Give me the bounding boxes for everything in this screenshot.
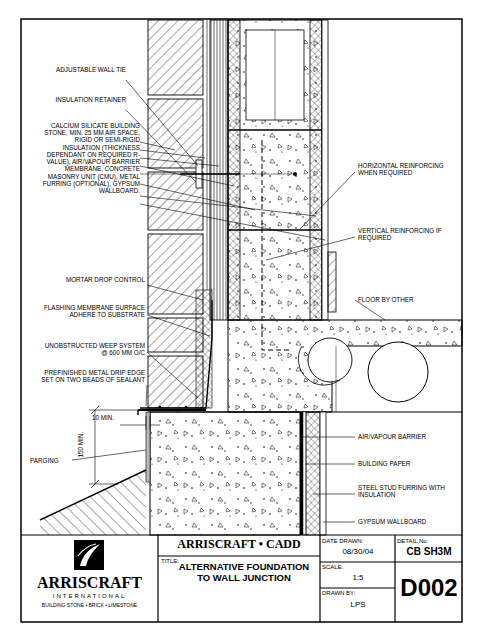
callout-label: PARGING: [30, 457, 72, 464]
callout-label: HORIZONTAL REINFORCING WHEN REQUIRED: [358, 162, 458, 176]
field-label: DRAWN BY:: [322, 590, 394, 597]
field-value: 1:5: [322, 573, 394, 582]
field-label: DATE DRAWN:: [322, 538, 394, 545]
logo-wordmark: ARRISCRAFT: [24, 574, 155, 592]
detail-number: D002: [397, 574, 461, 602]
logo-subtitle: INTERNATIONAL: [24, 593, 155, 600]
detail-code: CB SH3M: [397, 546, 461, 558]
field-value: LPS: [322, 600, 394, 609]
callout-label: VERTICAL REINFORCING IF REQUIRED: [358, 227, 458, 241]
callout-label: INSULATION RETAINER: [40, 96, 126, 103]
callout-note: CALCIUM SILICATE BUILDING STONE, MIN. 25…: [36, 122, 140, 194]
callout-label: FLOOR BY OTHER: [358, 296, 458, 303]
dimension-text: 10 MIN.: [92, 414, 132, 421]
field-label: DETAIL No:: [397, 538, 461, 545]
callout-label: BUILDING PAPER: [358, 460, 458, 467]
field-value: 08/30/04: [322, 547, 394, 556]
callout-label: ADJUSTABLE WALL TIE: [40, 66, 126, 73]
drawing-title: ALTERNATIVE FOUNDATION TO WALL JUNCTION: [172, 562, 316, 584]
callout-label: MORTAR DROP CONTROL: [40, 276, 145, 283]
logo-tagline: BUILDING STONE • BRICK • LIMESTONE: [24, 603, 155, 609]
callout-label: STEEL STUD FURRING WITH INSULATION: [358, 484, 458, 498]
callout-label: UNOBSTRUCTED WEEP SYSTEM @ 600 MM O/C: [40, 342, 145, 356]
callout-label: PREFINISHED METAL DRIP EDGE SET ON TWO B…: [40, 369, 145, 383]
callout-label: FLASHING MEMBRANE SURFACE ADHERE TO SUBS…: [40, 304, 145, 318]
dimension-text: 150 MIN.: [77, 420, 84, 470]
field-label: SCALE:: [322, 564, 394, 571]
callout-label: AIR/VAPOUR BARRIER: [358, 433, 458, 440]
firm-name: ARRISCRAFT • CADD: [160, 538, 318, 552]
callout-label: GYPSUM WALLBOARD: [358, 518, 458, 525]
